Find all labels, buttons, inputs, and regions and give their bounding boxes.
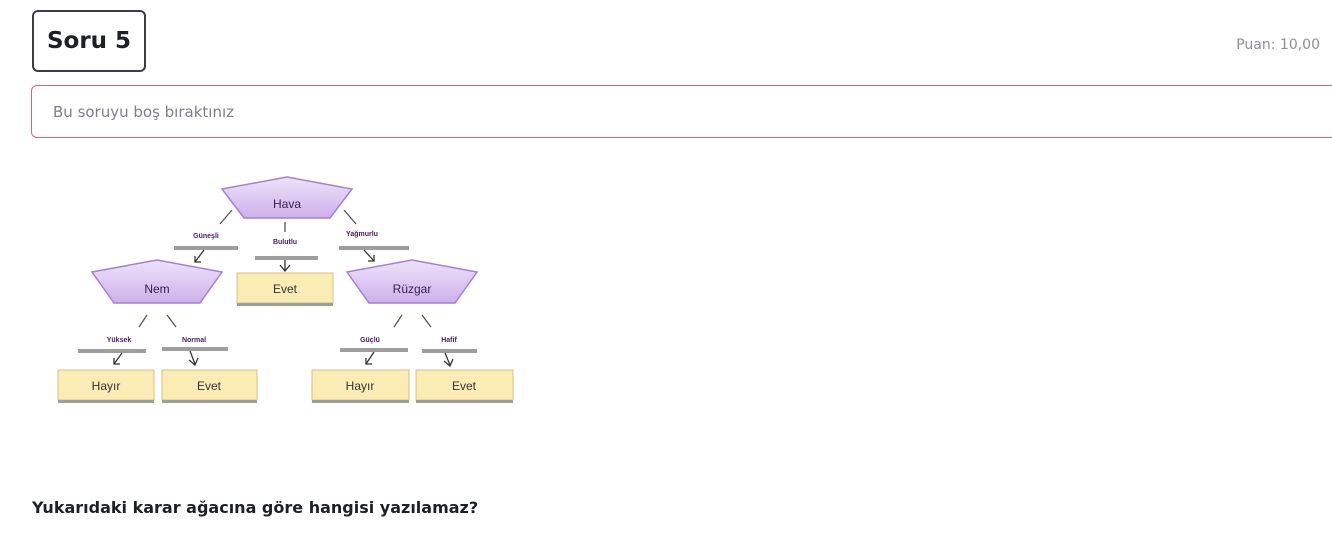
tree-edge-bar [422,349,477,353]
tree-arrow [279,260,291,273]
question-state-text: Bu soruyu boş bıraktınız [53,102,234,121]
question-number: Soru 5 [46,28,132,54]
tree-arrow [113,352,123,365]
tree-arrow [365,351,375,365]
decision-tree-image: Hava Güneşli Bulutlu Yağmurlu Nem Evet R… [57,176,514,403]
tree-edge-bar [162,347,228,351]
question-prompt: Yukarıdaki karar ağacına göre hangisi ya… [32,498,479,517]
question-grade: Puan: 10,00 [1236,37,1320,53]
tree-leaf-light: Evet [415,369,514,403]
tree-edge-label-light: Hafif [441,337,457,344]
question-number-badge: Soru 5 [32,10,146,72]
tree-branch-line [393,314,403,328]
tree-branch-line [138,314,148,328]
tree-edge-label-strong: Güçlü [360,337,380,344]
tree-leaf-light-label: Evet [452,379,477,393]
tree-leaf-cloudy: Evet [236,272,334,306]
tree-node-humidity: Nem [90,259,224,304]
tree-branch-line [166,314,177,328]
tree-leaf-high: Hayır [57,369,155,403]
question-state-box: Bu soruyu boş bıraktınız [31,85,1332,138]
tree-leaf-normal: Evet [161,369,258,403]
tree-node-root: Hava [220,176,354,219]
tree-edge-bar [174,246,238,250]
tree-branch-line [219,209,233,225]
tree-branch-line [343,209,357,225]
tree-arrow [363,249,375,262]
tree-leaf-high-label: Hayır [92,379,121,393]
tree-edge-label-cloudy: Bulutlu [273,239,297,246]
tree-leaf-strong-label: Hayır [346,379,375,393]
tree-leaf-strong: Hayır [311,369,410,403]
tree-arrow [188,350,199,367]
tree-leaf-normal-label: Evet [197,379,222,393]
tree-node-wind: Rüzgar [345,259,479,304]
tree-edge-bar [255,256,318,260]
tree-edge-label-rainy: Yağmurlu [346,231,378,238]
tree-node-wind-label: Rüzgar [393,282,432,296]
tree-node-humidity-label: Nem [144,282,169,296]
tree-edge-bar [339,246,409,250]
tree-edge-label-high: Yüksek [107,337,132,344]
tree-edge-bar [78,349,146,353]
tree-edge-bar [340,348,408,352]
tree-edge-label-normal: Normal [182,337,206,344]
tree-edge-label-sunny: Güneşli [193,233,219,240]
tree-node-root-label: Hava [273,197,301,211]
tree-arrow [194,249,205,263]
tree-arrow [443,352,454,368]
tree-branch-line [421,314,432,328]
tree-leaf-cloudy-label: Evet [273,282,298,296]
